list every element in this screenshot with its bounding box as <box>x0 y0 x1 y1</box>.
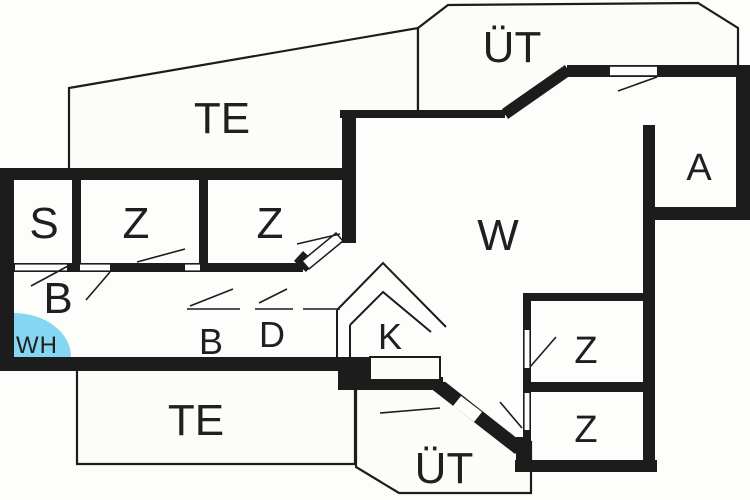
room-label-z1: Z <box>123 199 150 248</box>
room-label-z2: Z <box>257 199 284 248</box>
room-label-s: S <box>29 199 58 248</box>
kitchen-chevron-marker <box>336 261 447 357</box>
door-opening-uet-bottom <box>453 396 482 422</box>
door-opening-z1 <box>80 264 110 271</box>
room-label-a: A <box>686 147 712 189</box>
door-opening-s <box>15 264 67 271</box>
water-heater-area <box>14 313 71 357</box>
kitchen-counter <box>369 356 441 381</box>
door-leaf-z2 <box>300 231 345 271</box>
room-label-b-hall: B <box>43 274 72 323</box>
walls <box>0 65 750 472</box>
room-label-uet-top: ÜT <box>483 23 542 72</box>
room-label-wh: WH <box>16 332 58 359</box>
room-label-uet-bottom: ÜT <box>415 444 474 493</box>
room-label-z-right-2: Z <box>574 409 597 451</box>
door-swing-lines <box>30 76 658 429</box>
room-label-k: K <box>378 316 402 357</box>
room-label-z-right-1: Z <box>574 330 597 372</box>
door-opening-uet-top <box>610 66 657 76</box>
door-openings <box>15 66 657 430</box>
room-label-w: W <box>477 211 519 260</box>
room-label-te-top: TE <box>194 94 250 143</box>
room-label-b-small: B <box>199 321 223 362</box>
room-label-d: D <box>259 314 285 355</box>
door-opening-corridor <box>185 264 200 271</box>
room-label-te-bottom: TE <box>168 396 224 445</box>
door-opening-z-right-1 <box>524 330 530 368</box>
door-opening-z-right-2 <box>524 393 530 430</box>
